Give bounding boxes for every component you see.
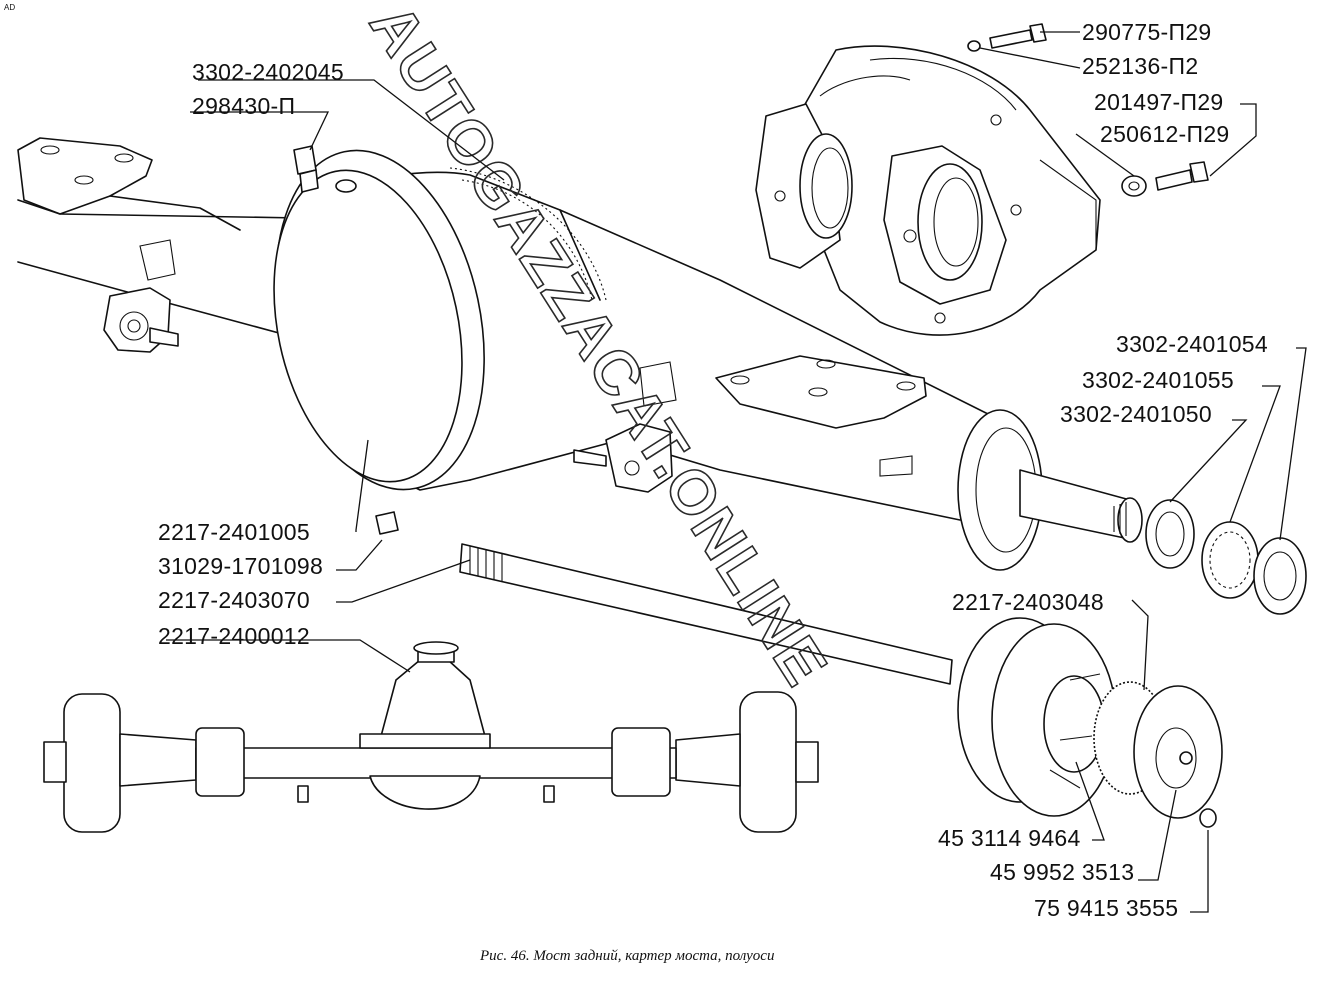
label-3302-2401054: 3302-2401054 — [1116, 331, 1268, 357]
differential-carrier — [755, 45, 1101, 336]
label-290775-p29: 290775-П29 — [1082, 19, 1212, 45]
label-45-3114-9464: 45 3114 9464 — [938, 825, 1081, 851]
axle-assembly-view — [43, 641, 819, 833]
axle-housing — [17, 137, 1143, 571]
label-3302-2402045: 3302-2402045 — [192, 59, 344, 85]
label-201497-p29: 201497-П29 — [1094, 89, 1224, 115]
label-45-9952-3513: 45 9952 3513 — [990, 859, 1134, 885]
label-31029-1701098: 31029-1701098 — [158, 553, 323, 579]
label-2217-2403048: 2217-2403048 — [952, 589, 1104, 615]
label-2217-2401005: 2217-2401005 — [158, 519, 310, 545]
part-labels: 3302-2402045 298430-П 290775-П29 252136-… — [158, 19, 1268, 921]
label-2217-2403070: 2217-2403070 — [158, 587, 310, 613]
carrier-fasteners — [967, 23, 1209, 197]
label-252136-p2: 252136-П2 — [1082, 53, 1198, 79]
corner-mark: AD — [4, 3, 15, 12]
drain-plug-part — [375, 511, 399, 535]
figure-caption: Рис. 46. Мост задний, картер моста, полу… — [479, 948, 774, 964]
label-3302-2401055: 3302-2401055 — [1082, 367, 1234, 393]
label-75-9415-3555: 75 9415 3555 — [1034, 895, 1178, 921]
label-3302-2401050: 3302-2401050 — [1060, 401, 1212, 427]
breather-part — [293, 145, 319, 193]
leader-lines — [166, 31, 1307, 913]
label-2217-2400012: 2217-2400012 — [158, 623, 310, 649]
half-shaft — [459, 543, 1223, 828]
label-250612-p29: 250612-П29 — [1100, 121, 1230, 147]
bearing-nut-set — [1145, 499, 1307, 615]
label-298430-p: 298430-П — [192, 93, 295, 119]
